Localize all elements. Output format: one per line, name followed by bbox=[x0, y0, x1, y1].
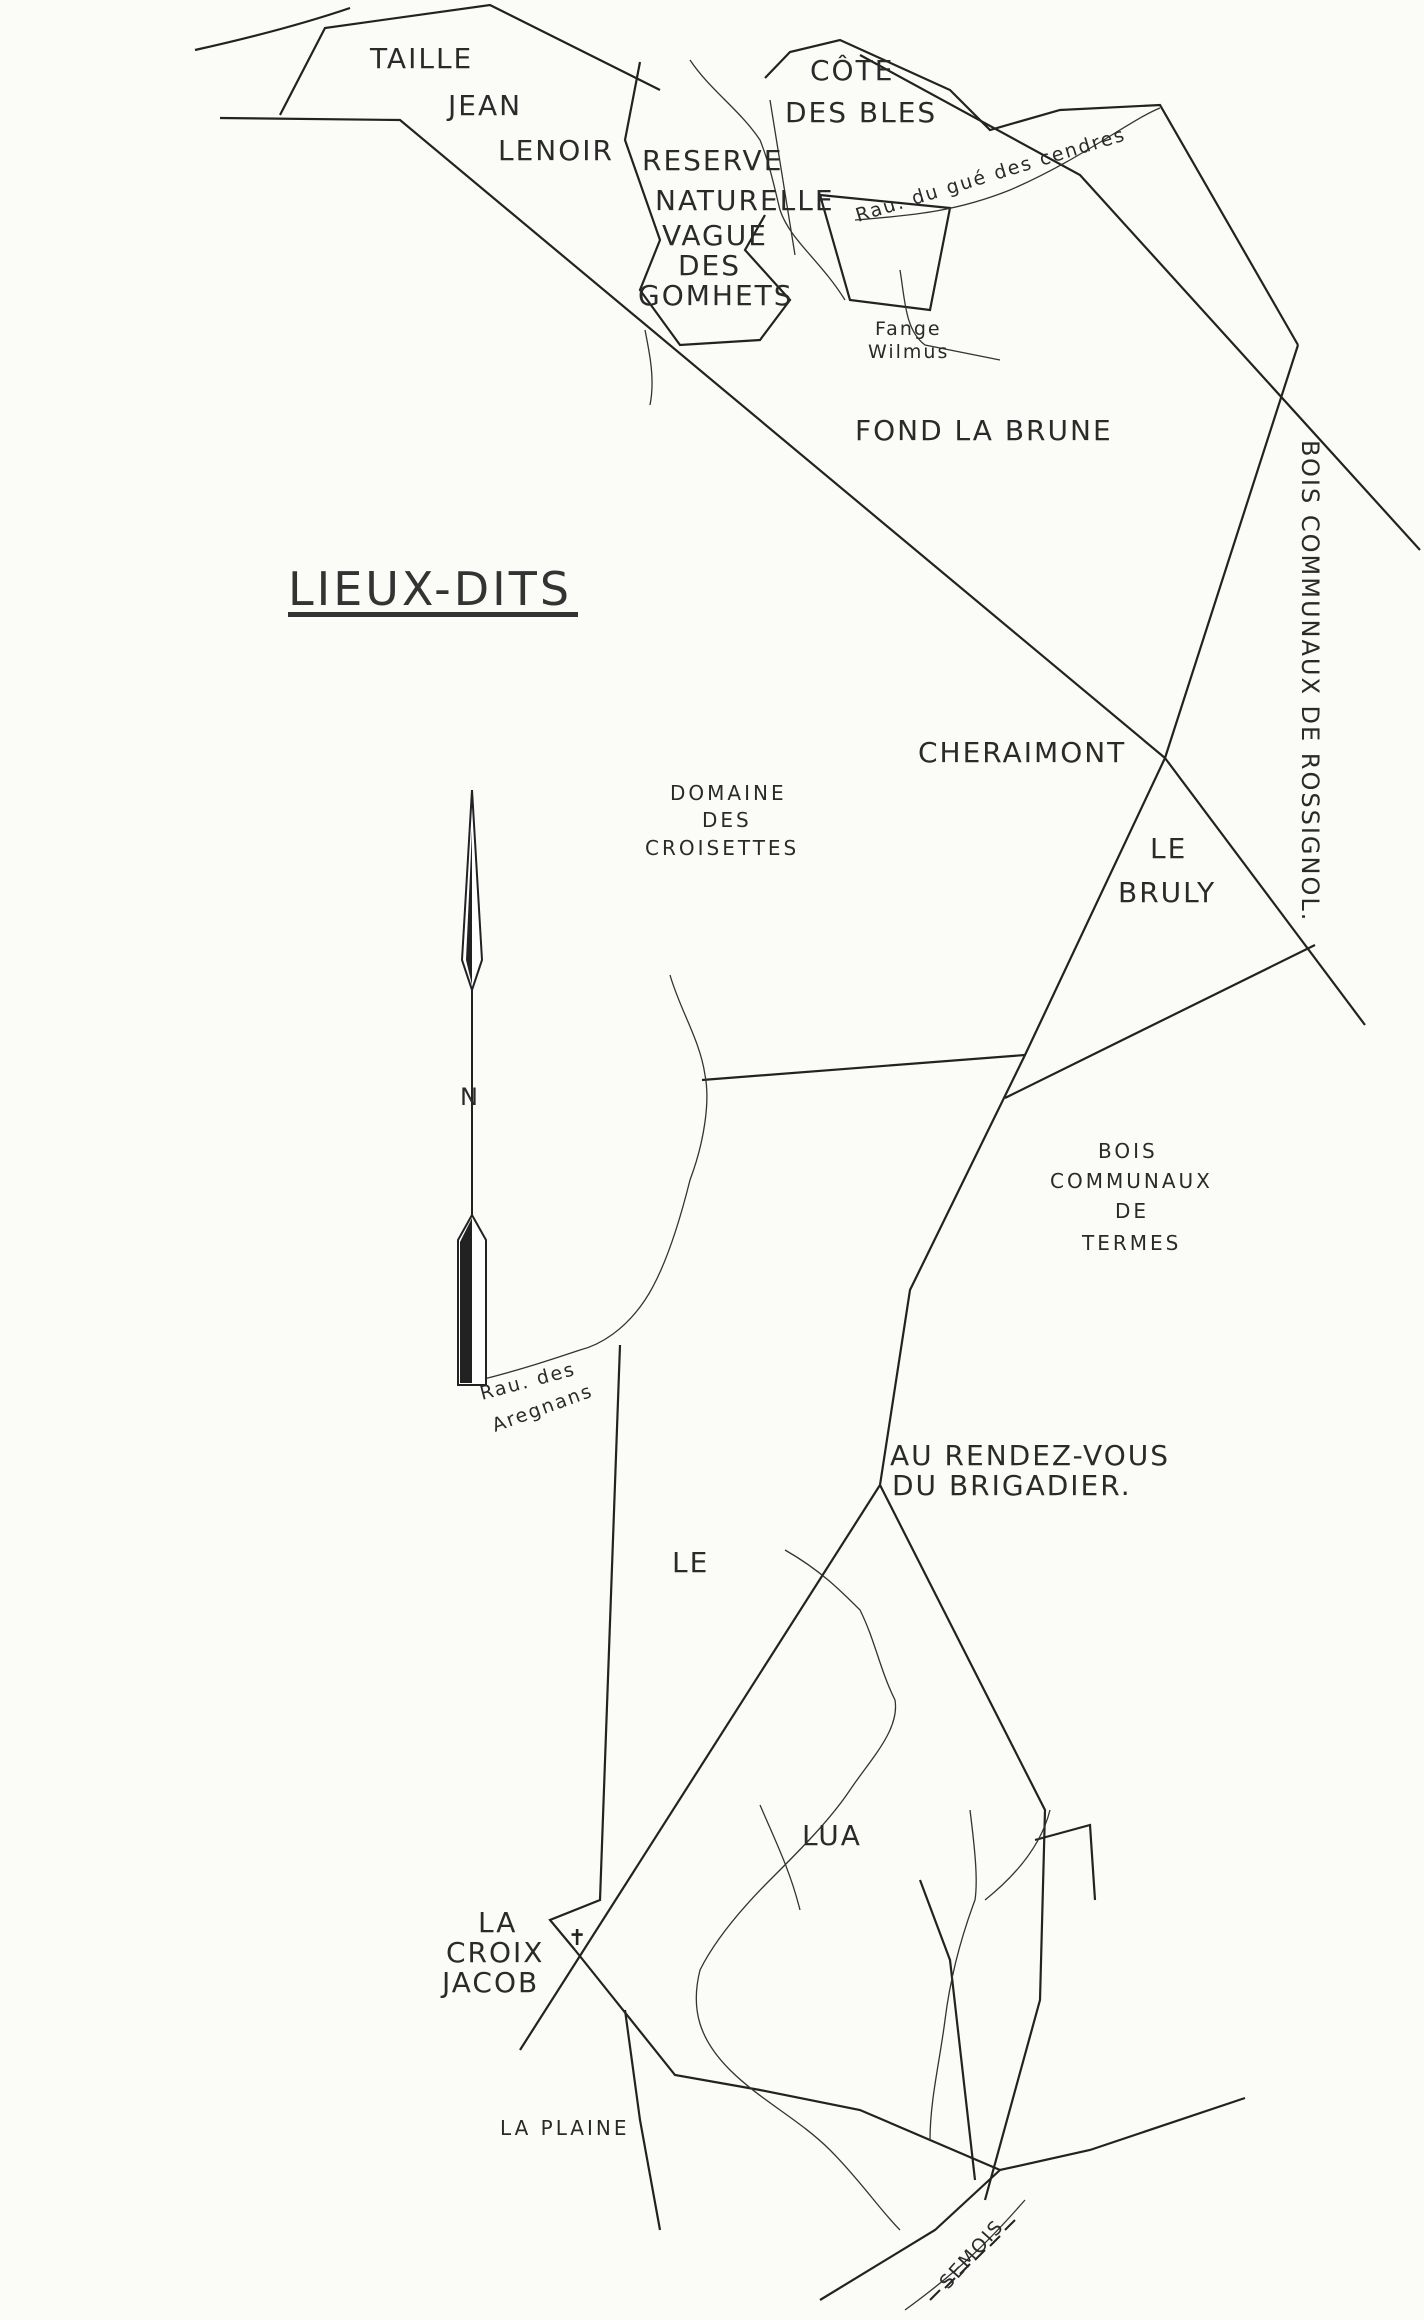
place-bois-termes-3: DE bbox=[1115, 1199, 1149, 1223]
place-fange: Fange bbox=[875, 318, 942, 340]
stream-lua-east-branch bbox=[929, 1809, 977, 2141]
place-rendez-vous-1: AU RENDEZ-VOUS bbox=[890, 1439, 1170, 1472]
semois-river bbox=[904, 2199, 1026, 2311]
place-le-bruly-2: BRULY bbox=[1118, 876, 1216, 909]
boundary-croisettes-south bbox=[701, 1053, 1026, 1082]
boundary-rossignol-west bbox=[1163, 344, 1300, 759]
place-fond-la-brune: FOND LA BRUNE bbox=[855, 414, 1113, 447]
place-croix-3: JACOB bbox=[440, 1966, 539, 1999]
place-labels: TAILLE JEAN LENOIR RESERVE NATURELLE VAG… bbox=[369, 42, 1324, 2140]
north-arrow-tip-shade bbox=[466, 830, 472, 985]
place-des-gomhets: DES bbox=[678, 249, 741, 282]
place-domaine-des: DES bbox=[702, 808, 752, 832]
stream-aregnans bbox=[479, 974, 708, 1381]
boundary-lua-south bbox=[574, 1949, 1246, 2172]
place-wilmus: Wilmus bbox=[868, 341, 949, 363]
stream-lua-west-branch bbox=[759, 1804, 801, 1911]
boundary-cote-des-bles bbox=[764, 38, 1299, 346]
place-reserve: RESERVE bbox=[642, 144, 783, 177]
place-le-lua-2: LUA bbox=[802, 1819, 862, 1852]
stream-gue-des-cendres bbox=[854, 107, 1161, 221]
semois-hatch bbox=[929, 2219, 1016, 2301]
boundary-termes-west bbox=[878, 757, 1166, 1486]
place-gomhets: GOMHETS bbox=[638, 279, 794, 312]
stream-labels: Rau. du gué des cendres Rau. des Aregnan… bbox=[478, 123, 1129, 2293]
north-arrow-tail-shade bbox=[460, 1218, 472, 1383]
north-arrow: N bbox=[457, 789, 487, 1386]
boundary-lua-west bbox=[548, 1344, 622, 1951]
place-bois-rossignol: BOIS COMMUNAUX DE ROSSIGNOL. bbox=[1296, 440, 1324, 922]
place-croix-1: LA bbox=[478, 1906, 517, 1939]
stream-fange bbox=[899, 269, 1001, 361]
place-bois-termes-4: TERMES bbox=[1081, 1231, 1181, 1255]
stream-gomhets bbox=[644, 329, 653, 406]
place-taille: TAILLE bbox=[369, 42, 473, 75]
semois-bank bbox=[904, 2199, 1026, 2311]
boundary-plaine bbox=[623, 2009, 662, 2231]
place-la-plaine: LA PLAINE bbox=[500, 2116, 629, 2140]
boundary-lines bbox=[194, 3, 1421, 2301]
boundary-south-road bbox=[819, 2169, 1001, 2301]
compass-n-label: N bbox=[460, 1083, 480, 1111]
place-bois-termes-1: BOIS bbox=[1098, 1139, 1158, 1163]
boundary-bruly-south bbox=[1004, 944, 1316, 1099]
cross-icon: ✝ bbox=[568, 1926, 586, 1951]
streams bbox=[479, 59, 1161, 2231]
stream-reserve bbox=[689, 59, 846, 301]
boundary-east-diag bbox=[859, 54, 1421, 551]
place-le-lua-1: LE bbox=[672, 1546, 709, 1579]
place-domaine: DOMAINE bbox=[670, 781, 787, 805]
boundary-north-top bbox=[194, 6, 351, 52]
place-cheraimont: CHERAIMONT bbox=[918, 736, 1126, 769]
place-cote: CÔTE bbox=[810, 53, 894, 87]
place-vague: VAGUE bbox=[662, 219, 768, 252]
boundary-lua-inner-2 bbox=[1034, 1823, 1097, 1901]
stream-lua-north bbox=[695, 1549, 901, 2231]
place-des-bles: DES BLES bbox=[785, 96, 937, 129]
stream-label-gue: Rau. du gué des cendres bbox=[853, 123, 1129, 226]
boundary-main-diagonal bbox=[219, 116, 1166, 759]
boundary-lua-inner-1 bbox=[918, 1879, 977, 2181]
title-underline bbox=[288, 612, 578, 617]
stream-label-semois: SEMOIS bbox=[935, 2215, 1008, 2293]
boundary-bruly-diag bbox=[1164, 757, 1366, 1026]
place-rendez-vous-2: DU BRIGADIER. bbox=[892, 1469, 1132, 1502]
stream-reserve-2 bbox=[769, 99, 796, 256]
place-le-bruly-1: LE bbox=[1150, 832, 1187, 865]
place-bois-termes-2: COMMUNAUX bbox=[1050, 1169, 1213, 1193]
place-jean: JEAN bbox=[446, 89, 522, 122]
map-title: LIEUX-DITS bbox=[288, 562, 572, 616]
place-lenoir: LENOIR bbox=[498, 134, 614, 167]
boundary-reserve-left bbox=[623, 61, 792, 347]
stream-lua-east-branch-2 bbox=[984, 1809, 1051, 1901]
place-croisettes: CROISETTES bbox=[645, 836, 799, 860]
place-naturelle: NATURELLE bbox=[655, 184, 835, 217]
boundary-taille-jean-lenoir bbox=[279, 3, 661, 116]
place-croix-2: CROIX bbox=[446, 1936, 544, 1969]
boundary-lua-east bbox=[879, 1484, 1047, 2201]
boundary-ruisseau-box bbox=[818, 193, 952, 312]
